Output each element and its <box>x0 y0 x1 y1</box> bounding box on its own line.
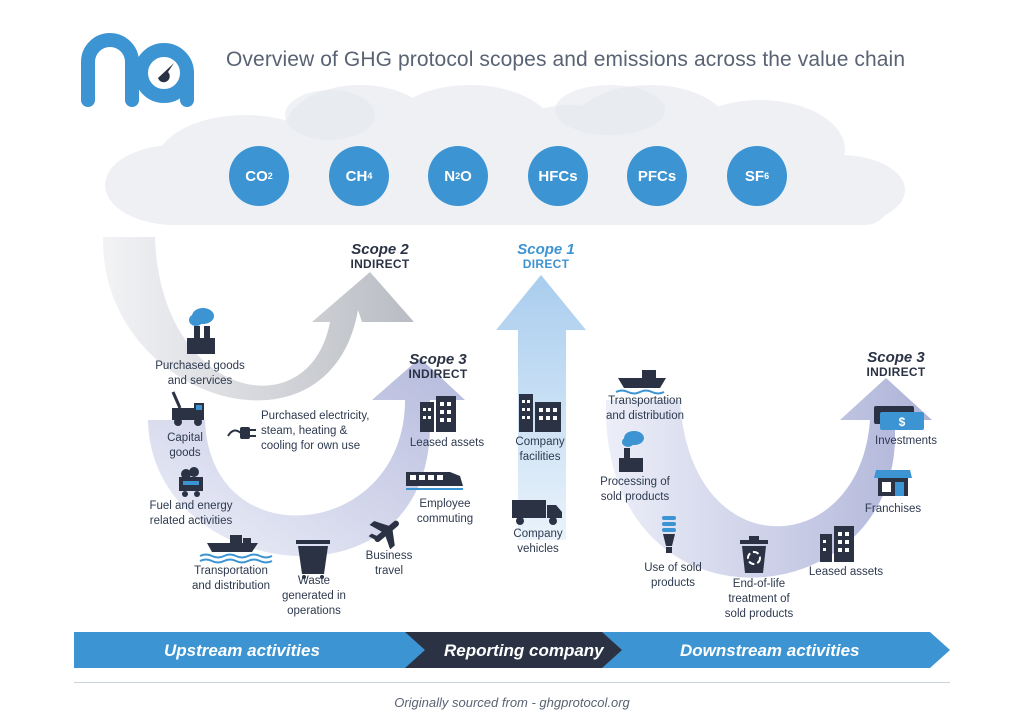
cloud-shading <box>285 85 665 140</box>
cargo-ship-icon <box>199 535 273 564</box>
page-title: Overview of GHG protocol scopes and emis… <box>226 48 906 71</box>
band-upstream-label: Upstream activities <box>164 641 320 660</box>
banknotes-icon: $ <box>874 406 924 430</box>
cfl-bulb-icon <box>662 516 676 553</box>
factory-cloud-icon <box>187 308 215 354</box>
dumpster-icon <box>296 540 330 579</box>
scope3-upstream-label: Scope 3 INDIRECT <box>408 351 468 381</box>
logo <box>81 33 194 107</box>
delivery-truck-icon <box>512 500 562 525</box>
plug-icon <box>227 427 256 439</box>
band-downstream-label: Downstream activities <box>680 641 860 660</box>
cloud-background <box>105 85 905 225</box>
label-downstream-leased-assets: Leased assets <box>808 566 884 578</box>
cargo-ship-downstream-icon <box>615 370 666 395</box>
svg-text:$: $ <box>899 415 906 429</box>
scope2-label: Scope 2 INDIRECT <box>350 241 410 271</box>
storefront-icon <box>874 470 912 496</box>
building-downstream-icon <box>820 526 854 562</box>
label-franchises: Franchises <box>864 503 922 515</box>
airplane-icon <box>368 520 399 550</box>
band-reporting-label: Reporting company <box>444 641 604 660</box>
crane-truck-icon <box>171 391 204 426</box>
label-upstream-leased-assets: Leased assets <box>409 437 485 449</box>
scope2-arrow <box>102 237 414 401</box>
label-purchased-electricity: Purchased electricity,steam, heating &co… <box>261 410 370 452</box>
scope1-label: Scope 1 DIRECT <box>517 241 575 271</box>
value-chain-band <box>74 632 950 668</box>
gas-hfcs: HFCs <box>528 146 588 206</box>
footer-divider <box>74 682 950 683</box>
gas-pfcs: PFCs <box>627 146 687 206</box>
building-icon <box>420 396 456 432</box>
scope3-downstream-label: Scope 3 INDIRECT <box>866 349 926 379</box>
scope3-upstream-arrow <box>148 358 465 557</box>
recycle-bin-icon <box>740 536 768 573</box>
company-building-icon <box>519 394 561 432</box>
train-icon <box>406 472 463 490</box>
processing-factory-icon <box>619 431 644 472</box>
source-footer: Originally sourced from - ghgprotocol.or… <box>394 695 630 710</box>
coal-wagon-icon <box>179 467 203 497</box>
label-investments: Investments <box>875 435 937 447</box>
